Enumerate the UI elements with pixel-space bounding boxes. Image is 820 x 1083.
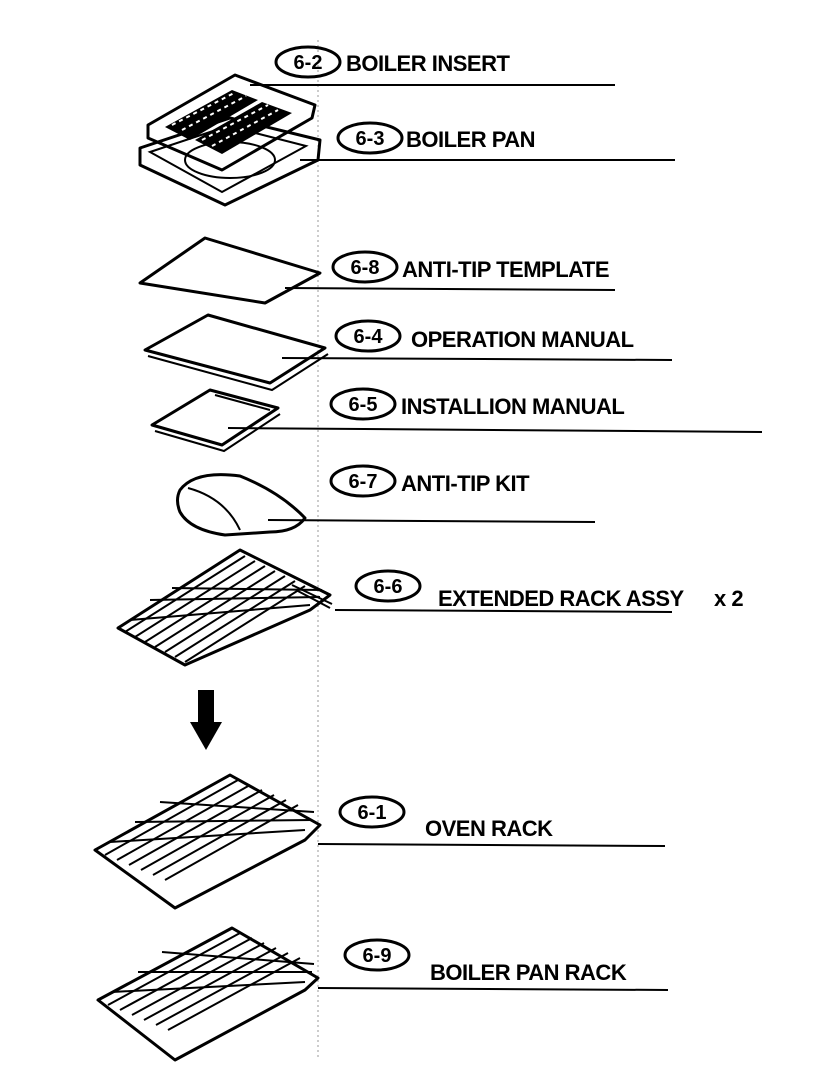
part-label: ANTI-TIP TEMPLATE — [402, 257, 609, 282]
callout-6-1: 6-1 OVEN RACK — [338, 795, 554, 841]
leader-6-8 — [284, 287, 616, 291]
leader-6-6 — [334, 609, 673, 613]
part-label: BOILER INSERT — [346, 51, 510, 76]
callout-6-9: 6-9 BOILER PAN RACK — [343, 938, 627, 985]
leader-6-5 — [227, 427, 763, 433]
part-label: OPERATION MANUAL — [411, 327, 634, 352]
code-oval — [354, 569, 422, 603]
callout-6-4: 6-4 OPERATION MANUAL — [334, 319, 634, 353]
leader-6-4 — [281, 357, 673, 361]
operation-manual-illustration — [143, 313, 329, 392]
boiler-insert-illustration — [146, 73, 317, 172]
part-label: EXTENDED RACK ASSY — [438, 586, 684, 611]
callout-6-6: 6-6 EXTENDED RACK ASSY x 2 — [354, 569, 744, 611]
extended-rack-illustration — [116, 548, 333, 667]
installation-manual-illustration — [150, 388, 281, 453]
part-label: BOILER PAN RACK — [430, 960, 627, 985]
part-code: 6-3 — [356, 128, 385, 150]
down-arrow-icon — [190, 690, 222, 750]
callout-6-5: 6-5 INSTALLION MANUAL — [329, 387, 625, 421]
callout-6-7: 6-7 ANTI-TIP KIT — [329, 464, 531, 498]
part-code: 6-1 — [358, 802, 387, 824]
code-oval — [329, 464, 397, 498]
code-oval — [329, 387, 397, 421]
part-code: 6-5 — [349, 394, 378, 416]
part-label: INSTALLION MANUAL — [401, 394, 624, 419]
leader-6-9 — [317, 987, 669, 991]
anti-tip-template-illustration — [138, 236, 322, 305]
part-code: 6-4 — [354, 326, 384, 348]
code-oval — [334, 319, 402, 353]
part-label: ANTI-TIP KIT — [401, 471, 530, 496]
oven-rack-illustration — [93, 773, 322, 910]
code-oval — [343, 938, 411, 972]
code-oval — [338, 795, 406, 829]
boiler-pan-rack-illustration — [96, 926, 320, 1062]
part-code: 6-6 — [374, 576, 403, 598]
code-oval — [274, 45, 342, 79]
part-code: 6-2 — [294, 52, 323, 74]
part-code: 6-9 — [363, 945, 392, 967]
leader-6-7 — [267, 519, 596, 523]
part-code: 6-8 — [351, 257, 380, 279]
part-label: BOILER PAN — [406, 127, 535, 152]
leader-6-1 — [317, 843, 666, 847]
code-oval — [331, 250, 399, 284]
part-code: 6-7 — [349, 471, 378, 493]
callout-6-8: 6-8 ANTI-TIP TEMPLATE — [331, 250, 610, 284]
code-oval — [336, 121, 404, 155]
anti-tip-kit-illustration — [176, 473, 307, 537]
part-label: OVEN RACK — [425, 816, 553, 841]
callout-6-3: 6-3 BOILER PAN — [336, 121, 536, 155]
callout-6-2: 6-2 BOILER INSERT — [274, 45, 511, 79]
part-quantity: x 2 — [714, 586, 743, 611]
